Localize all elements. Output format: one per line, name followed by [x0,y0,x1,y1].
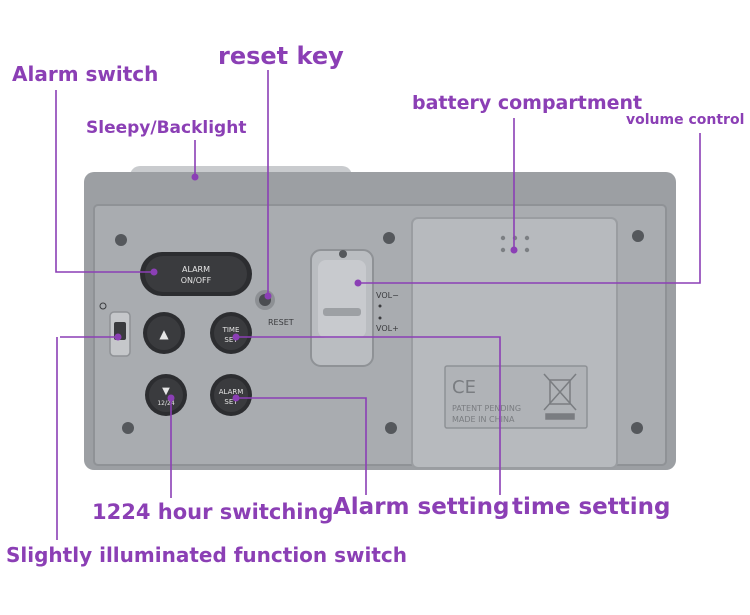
recycle-bin-icon [543,373,577,420]
callout-sleepy-backlight: Sleepy/Backlight [86,118,247,138]
bulb-icon [99,302,107,310]
alarm-set-button[interactable]: ALARM SET [210,374,252,416]
callout-hour-switching: 1224 hour switching [92,500,334,524]
reset-key[interactable] [255,290,275,310]
ce-mark: CE [452,377,476,398]
volume-slider[interactable] [310,249,374,367]
screw-icon [115,230,644,434]
made-in-text: MADE IN CHINA [452,415,515,424]
callout-volume-control: volume control [626,112,745,128]
svg-text:SET: SET [224,398,238,406]
callout-reset-key: reset key [218,42,344,70]
light-function-switch[interactable] [109,311,131,357]
svg-text:ON/OFF: ON/OFF [181,276,212,285]
svg-text:SET: SET [224,336,238,344]
svg-text:▲: ▲ [159,327,169,341]
callout-alarm-setting: Alarm setting [333,494,510,520]
alarm-on-off-button[interactable]: ALARM ON/OFF [140,252,252,296]
callout-lines [55,70,701,540]
callout-time-setting: time setting [512,494,671,520]
hour-format-button[interactable]: ▼ 12/24 [145,374,187,416]
callout-dots [114,173,518,402]
svg-text:TIME: TIME [222,326,240,334]
callout-function-switch: Slightly illuminated function switch [6,543,408,567]
svg-text:ALARM: ALARM [219,388,244,396]
battery-compartment: CE PATENT PENDING MADE IN CHINA [411,217,618,469]
callout-alarm-switch: Alarm switch [12,62,159,86]
callout-battery-compartment: battery compartment [412,92,643,114]
reset-label: RESET [268,318,294,327]
svg-text:▼: ▼ [162,386,170,397]
vol-minus-label: VOL− [376,291,399,300]
vol-plus-label: VOL+ [376,324,399,333]
time-set-button[interactable]: TIME SET [210,312,252,354]
patent-text: PATENT PENDING [452,404,521,413]
up-button[interactable]: ▲ [143,312,185,354]
svg-text:ALARM: ALARM [182,265,210,274]
svg-text:12/24: 12/24 [157,400,174,407]
